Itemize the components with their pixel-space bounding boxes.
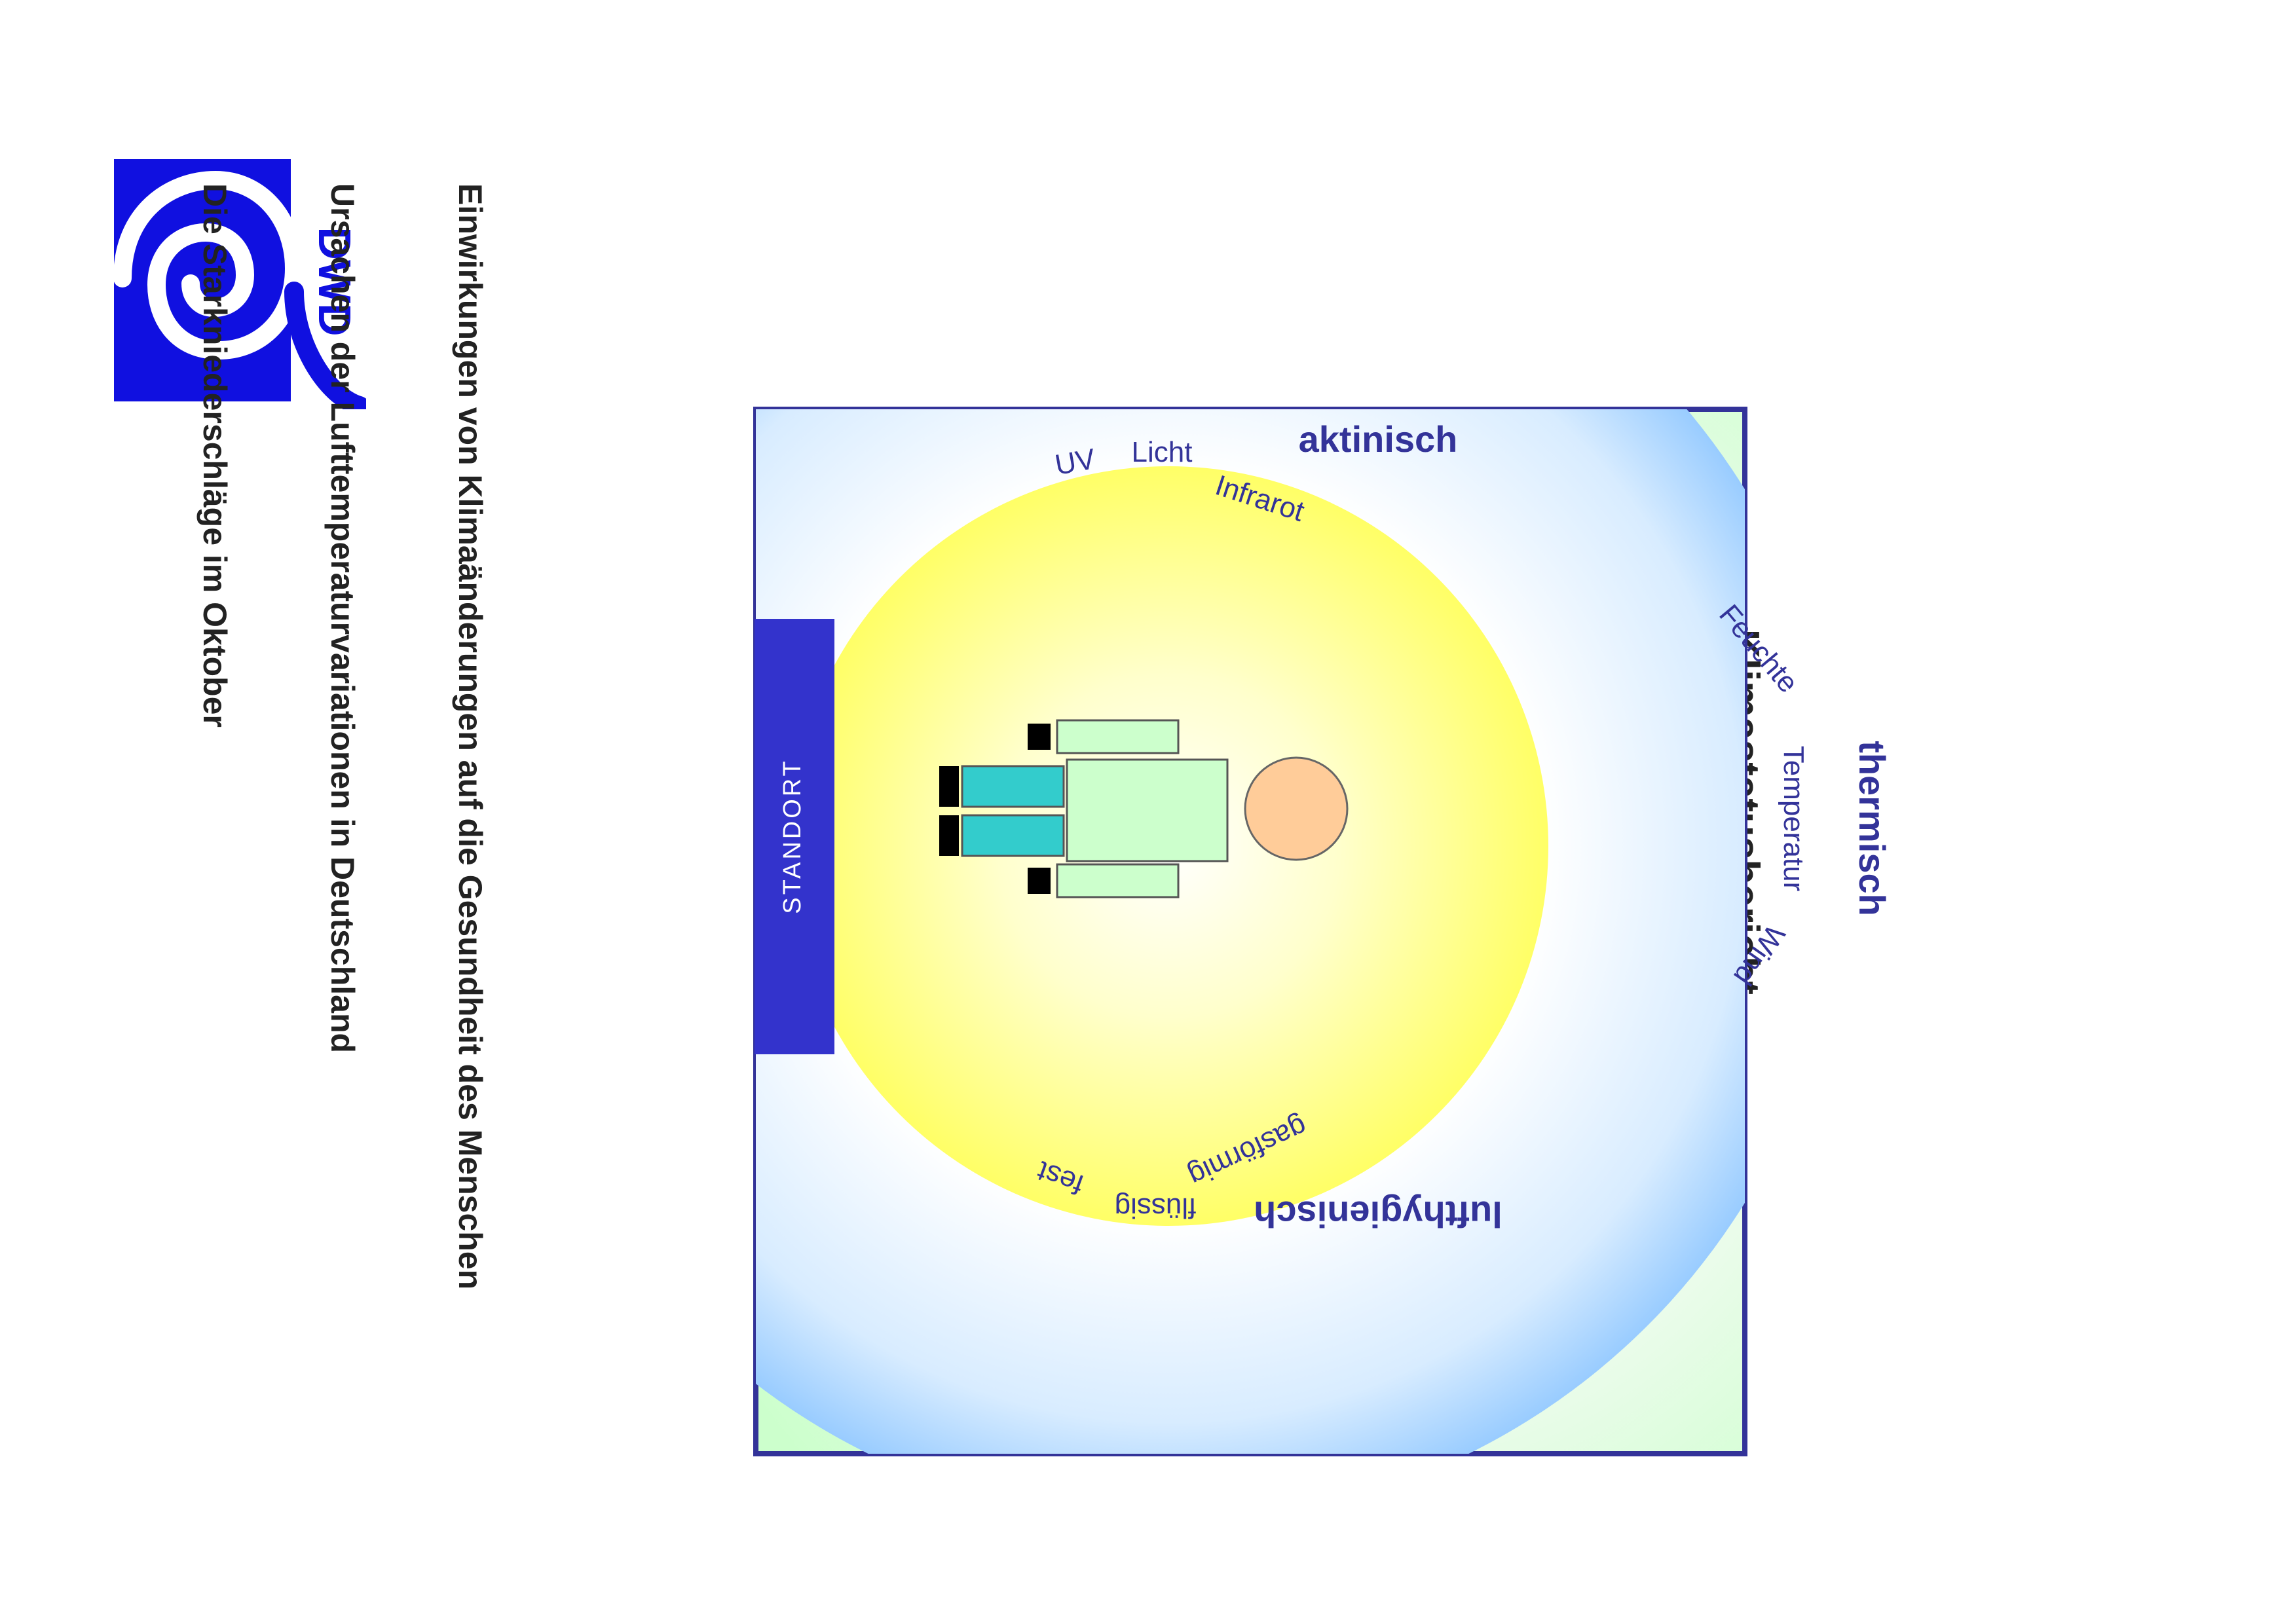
dwd-logo-swirl [284, 282, 366, 409]
category-thermisch: thermisch [1852, 741, 1893, 916]
item-fluessig: flüssig [1115, 1192, 1197, 1224]
standort-label: STANDORT [779, 758, 806, 914]
contents-item-1: Einwirkungen von Klimaänderungen auf die… [452, 183, 489, 1290]
person-foot-right [939, 766, 959, 807]
item-temperatur: Temperatur [1778, 746, 1810, 892]
person-hand-right [1028, 724, 1051, 750]
contents-item-2: Ursachen der Lufttemperaturvariationen i… [324, 183, 361, 1054]
contents-item-3: Die Starkniederschläge im Oktober [196, 183, 233, 728]
person-arm-left [1056, 863, 1180, 898]
person-foot-left [939, 815, 959, 856]
category-aktinisch: aktinisch [1299, 418, 1458, 460]
person-leg-left [961, 814, 1065, 857]
standort-bar [755, 619, 834, 1054]
person-torso [1066, 758, 1229, 862]
dwd-logo: DWD [113, 159, 366, 409]
dwd-logo-text: DWD [309, 227, 360, 336]
person-arm-right [1056, 719, 1180, 754]
item-licht: Licht [1132, 436, 1193, 468]
person-leg-right [961, 765, 1065, 808]
dwd-logo-spiral [113, 170, 304, 360]
person-hand-left [1028, 868, 1051, 894]
person-head [1244, 756, 1349, 861]
category-lufthygienisch: lufthygienisch [1254, 1194, 1502, 1235]
item-uv: UV [1053, 443, 1098, 481]
person-figure [939, 719, 1349, 898]
